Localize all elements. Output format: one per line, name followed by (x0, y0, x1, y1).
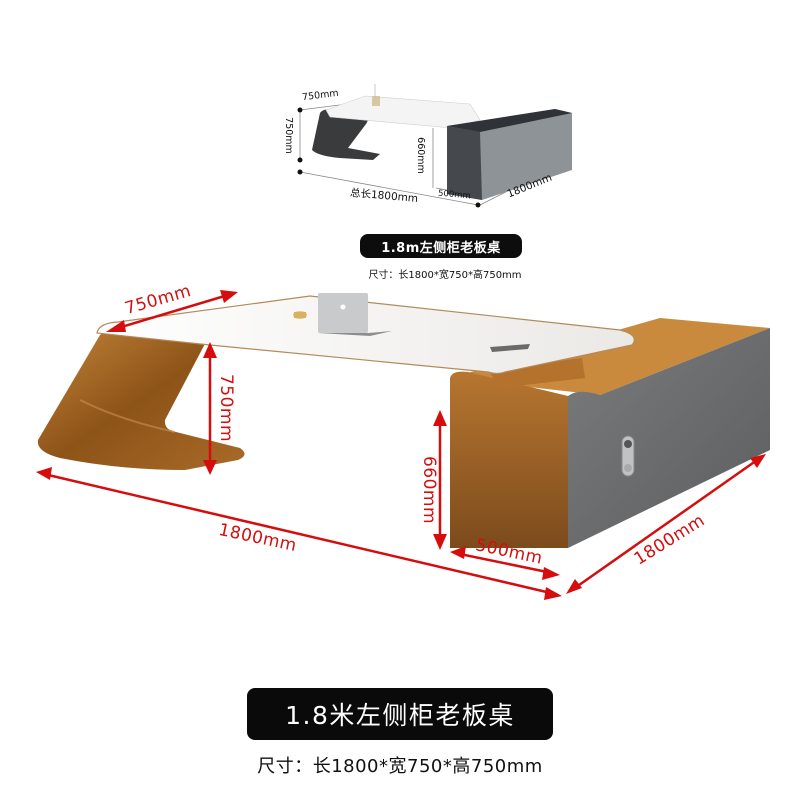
dim-cabinet-height: 660mm (419, 455, 440, 525)
product-size-spec: 尺寸：长1800*宽750*高750mm (257, 756, 543, 777)
product-title-badge: 1.8米左侧柜老板桌 (247, 688, 553, 740)
dim-desk-height: 750mm (216, 373, 237, 443)
thumbnail-title-badge: 1.8m左侧柜老板桌 (360, 234, 522, 258)
thumbnail-size-spec: 尺寸：长1800*宽750*高750mm (368, 270, 522, 281)
